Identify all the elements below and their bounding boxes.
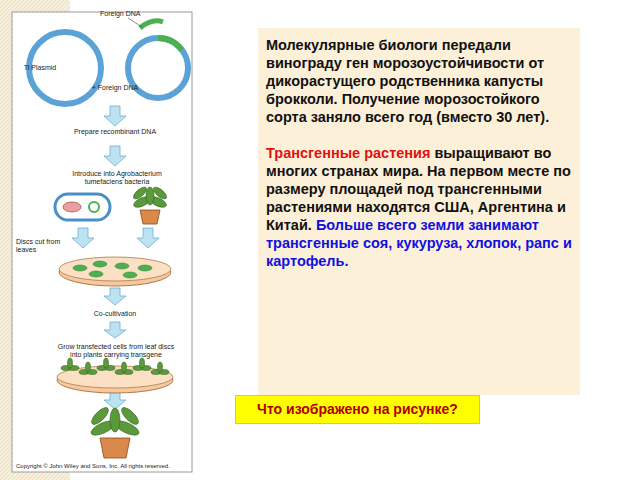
dna-label: Foreign DNA — [100, 10, 170, 18]
leader-line — [128, 18, 142, 27]
inserted-dna — [158, 38, 182, 50]
term: Трансгенные растения — [266, 145, 430, 161]
step-label: Discs cut from leaves — [16, 238, 64, 254]
foreign-dna — [140, 21, 163, 28]
plantlet-dish — [57, 358, 173, 393]
step-label: Prepare recombinant DNA — [70, 128, 160, 136]
paragraph: Молекулярные биологи передали винограду … — [266, 36, 572, 126]
figure-frame — [12, 12, 192, 472]
question: Что изображено на рисунке? — [244, 401, 471, 418]
transgenic-plant — [89, 405, 141, 458]
agrobacterium — [55, 194, 110, 220]
step-label: Co-cultivation — [85, 310, 145, 318]
plant-pot — [132, 185, 169, 224]
paragraph: Трансгенные растениявыращивают во многих… — [266, 144, 572, 270]
chromosome — [63, 202, 81, 212]
plasmid-label: Ti Plasmid — [22, 64, 58, 72]
text-run: Больше всего земли занимают трансгенные … — [266, 217, 572, 269]
step-label: + Foreign DNA — [80, 84, 150, 92]
text-panel: Молекулярные биологи передали винограду … — [258, 28, 580, 395]
petri-dish — [59, 257, 171, 286]
question-box: Что изображено на рисунке? — [235, 395, 480, 424]
step-label: Grow transfected cells from leaf discs i… — [56, 343, 176, 359]
plasmid-in-cell — [89, 202, 99, 212]
copyright-note: Copyright © John Wiley and Sons, Inc. Al… — [16, 462, 188, 470]
step-label: Introduce into Agrobacterium tumefaciens… — [62, 170, 172, 186]
